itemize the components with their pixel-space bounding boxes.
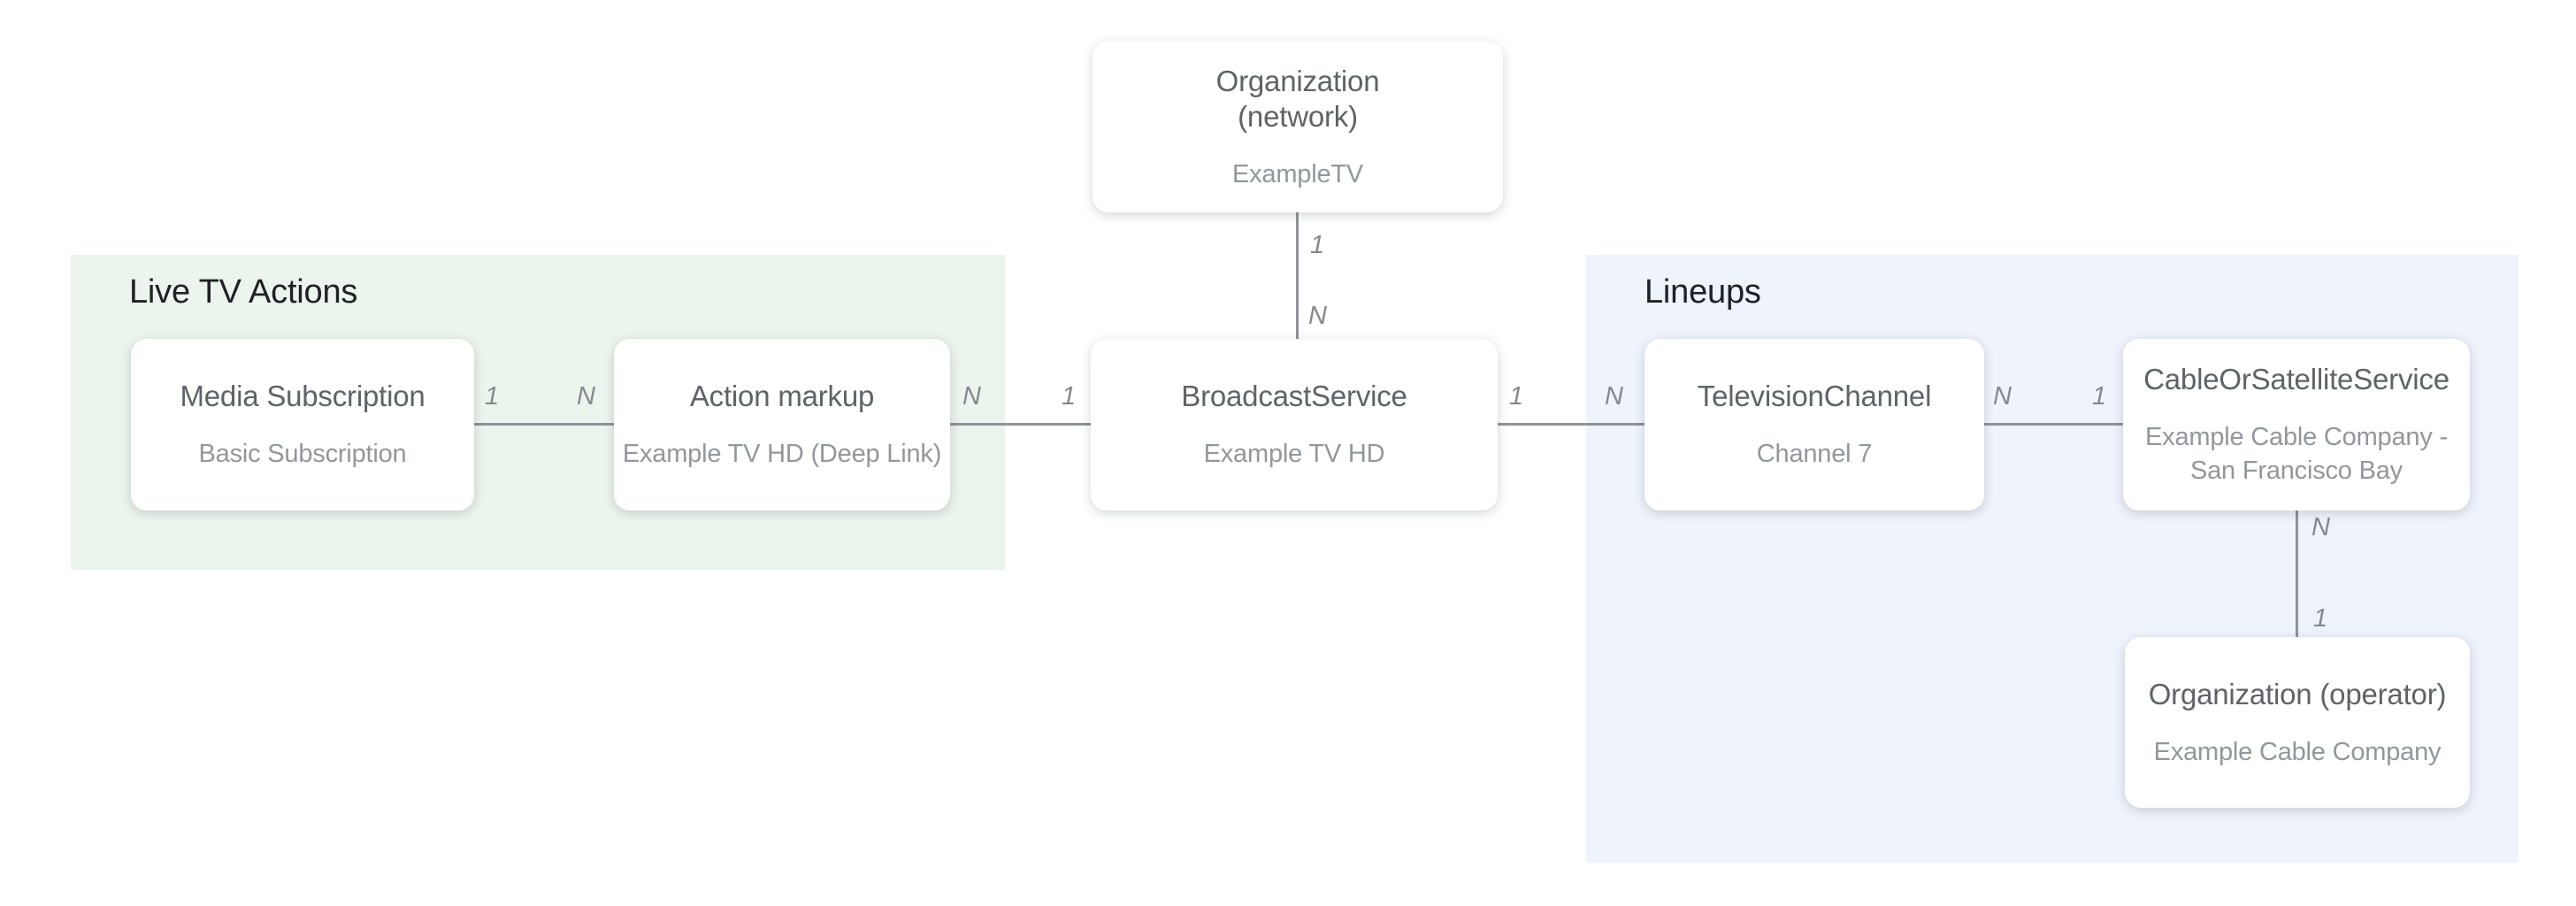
node-subtitle: ExampleTV bbox=[1231, 159, 1364, 188]
cardinality-network-broadcast-to: N bbox=[1308, 302, 1327, 330]
connector-channel-cable bbox=[1984, 423, 2123, 426]
node-title: Organization (operator) bbox=[2148, 677, 2447, 710]
connector-network-broadcast bbox=[1296, 212, 1299, 339]
live-tv-actions-region-title: Live TV Actions bbox=[129, 273, 358, 311]
node-organization-network: Organization (network) ExampleTV bbox=[1092, 42, 1503, 212]
lineups-region-title: Lineups bbox=[1644, 273, 1761, 311]
connector-action-broadcast bbox=[950, 423, 1091, 426]
cardinality-network-broadcast-from: 1 bbox=[1310, 231, 1325, 259]
node-subtitle: Example Cable Company bbox=[2153, 737, 2442, 766]
cardinality-cable-operator-to: 1 bbox=[2313, 604, 2328, 633]
node-subtitle: Example TV HD bbox=[1203, 440, 1385, 468]
cardinality-broadcast-channel-to: N bbox=[1605, 382, 1623, 411]
node-broadcast-service: BroadcastService Example TV HD bbox=[1091, 339, 1498, 511]
cardinality-cable-operator-from: N bbox=[2312, 513, 2330, 541]
node-title: TelevisionChannel bbox=[1697, 380, 1932, 412]
node-subtitle: Basic Subscription bbox=[198, 440, 407, 468]
cardinality-action-broadcast-to: 1 bbox=[1062, 382, 1077, 411]
node-title: Organization (network) bbox=[1215, 64, 1380, 133]
cardinality-action-broadcast-from: N bbox=[962, 382, 981, 411]
node-title: Action markup bbox=[689, 380, 875, 412]
node-subtitle: Channel 7 bbox=[1756, 440, 1873, 468]
node-subtitle: Example TV HD (Deep Link) bbox=[622, 440, 942, 468]
cardinality-media-action-to: N bbox=[577, 382, 595, 411]
connector-cable-operator bbox=[2296, 511, 2298, 637]
connector-media-action bbox=[474, 423, 614, 426]
cardinality-broadcast-channel-from: 1 bbox=[1509, 382, 1524, 411]
node-title: CableOrSatelliteService bbox=[2143, 363, 2450, 395]
node-title: BroadcastService bbox=[1181, 380, 1407, 412]
node-subtitle: Example Cable Company - San Francisco Ba… bbox=[2145, 423, 2448, 485]
cardinality-channel-cable-from: N bbox=[1993, 382, 2012, 411]
connector-broadcast-channel bbox=[1498, 423, 1644, 426]
node-television-channel: TelevisionChannel Channel 7 bbox=[1644, 339, 1984, 511]
cardinality-channel-cable-to: 1 bbox=[2092, 382, 2107, 411]
node-organization-operator: Organization (operator) Example Cable Co… bbox=[2125, 637, 2470, 808]
cardinality-media-action-from: 1 bbox=[485, 382, 500, 411]
node-cable-or-satellite-service: CableOrSatelliteService Example Cable Co… bbox=[2123, 339, 2470, 511]
node-media-subscription: Media Subscription Basic Subscription bbox=[131, 339, 474, 511]
node-action-markup: Action markup Example TV HD (Deep Link) bbox=[614, 339, 950, 511]
node-title: Media Subscription bbox=[180, 380, 426, 412]
